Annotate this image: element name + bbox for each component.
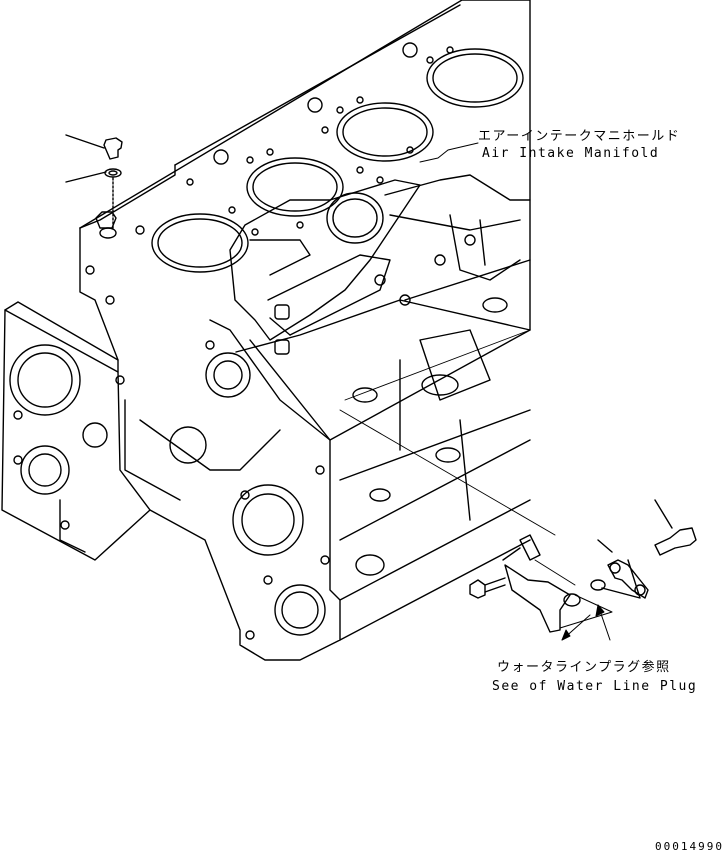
- housing-port-1: [9, 344, 81, 416]
- housing-port-4: [232, 484, 304, 556]
- cylinder-bore-2: [246, 157, 344, 217]
- cylinder-bore-1: [151, 213, 249, 273]
- crankcase-side: [329, 259, 531, 641]
- water-line-plug-label-jp: ウォータラインプラグ参照: [497, 660, 671, 675]
- water-line-plug-assembly: [339, 329, 697, 633]
- housing-port-3: [205, 352, 251, 398]
- drain-plug-exploded: [65, 134, 123, 239]
- front-gear-housing: [1, 227, 341, 661]
- air-intake-manifold-label-en: Air Intake Manifold: [482, 146, 660, 161]
- housing-port-2: [20, 445, 70, 495]
- air-intake-manifold-label-jp: エアーインテークマニホールド: [478, 129, 681, 144]
- figure-number: 00014990: [655, 840, 724, 853]
- plug-gasket-icon: [104, 168, 122, 178]
- arrow-icon: [561, 629, 571, 641]
- arrow-icon: [595, 604, 605, 617]
- water-pipe-icon: [607, 559, 649, 599]
- cylinder-bore-4: [426, 48, 524, 108]
- plug-bolt-icon: [103, 137, 123, 160]
- housing-port-5: [274, 584, 326, 636]
- bracket-icon: [504, 564, 571, 633]
- cylinder-bore-3: [336, 102, 434, 162]
- hex-bolt-left-icon: [469, 579, 486, 599]
- water-line-plug-label-en: See of Water Line Plug: [492, 679, 698, 694]
- leader-lines: [419, 142, 613, 641]
- hex-bolt-right-icon: [654, 527, 697, 556]
- air-intake-manifold: [229, 174, 531, 401]
- manifold-inlet-port: [326, 192, 384, 244]
